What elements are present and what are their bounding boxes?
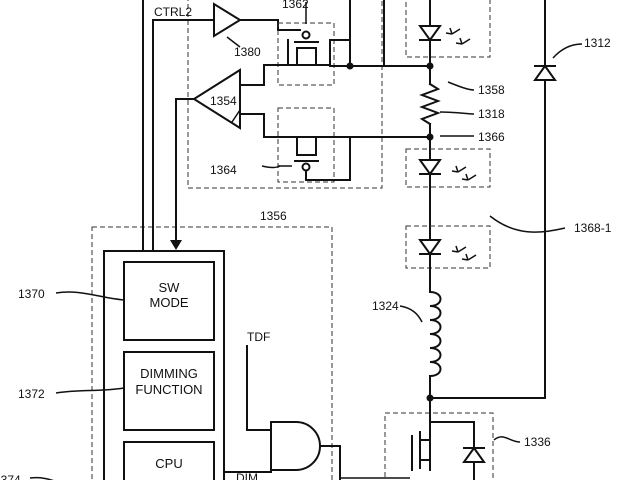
ref-1324: 1324: [372, 299, 399, 313]
sw-mode-label-line2: MODE: [150, 295, 189, 310]
diode-1312: [429, 0, 583, 399]
leader-lines: [29, 81, 475, 480]
led-group-1368-1: [405, 148, 566, 293]
ctrl2-buffer-1380: [142, 0, 301, 252]
sensing-circuit-enclosure: [187, 0, 383, 189]
ref-1356: 1356: [260, 209, 287, 223]
inductor-1324: [399, 290, 442, 431]
ref-1380: 1380: [234, 45, 261, 59]
ref-1372: 1372: [18, 387, 45, 401]
ref-1336: 1336: [524, 435, 551, 449]
dimming-label-line2: FUNCTION: [135, 382, 202, 397]
ref-1368-1: 1368-1: [574, 221, 612, 235]
dimming-label-line1: DIMMING: [140, 366, 198, 381]
label-dim: DIM: [236, 471, 258, 480]
cpu-label: CPU: [155, 456, 182, 471]
cpu-block: [123, 441, 215, 480]
controller-1356: [103, 250, 225, 480]
controller-enclosure-1356: [91, 226, 333, 480]
and-gate: [223, 345, 410, 480]
sw-mode-block: [123, 261, 215, 341]
ref-1318: 1318: [478, 107, 505, 121]
transistor-1362: [263, 2, 349, 86]
ref-1366: 1366: [478, 130, 505, 144]
label-tdf: TDF: [247, 330, 270, 344]
transistor-1364: [263, 107, 431, 183]
resistor-1318: [419, 82, 441, 161]
led-string: [405, 0, 491, 85]
ref-1312: 1312: [584, 36, 611, 50]
ref-1364: 1364: [210, 163, 237, 177]
ref-1358: 1358: [478, 83, 505, 97]
switch-1336: [411, 421, 521, 480]
label-ctrl2: CTRL2: [154, 5, 192, 19]
amplifier-1354: [170, 64, 265, 250]
ref-1370: 1370: [18, 287, 45, 301]
dimming-function-block: [123, 351, 215, 431]
sw-mode-label-line1: SW: [159, 280, 181, 295]
ref-1374: 1374: [0, 473, 21, 480]
ref-1354: 1354: [210, 94, 237, 108]
ref-1362: 1362: [282, 0, 309, 11]
switch-enclosure-1336: [384, 412, 494, 480]
